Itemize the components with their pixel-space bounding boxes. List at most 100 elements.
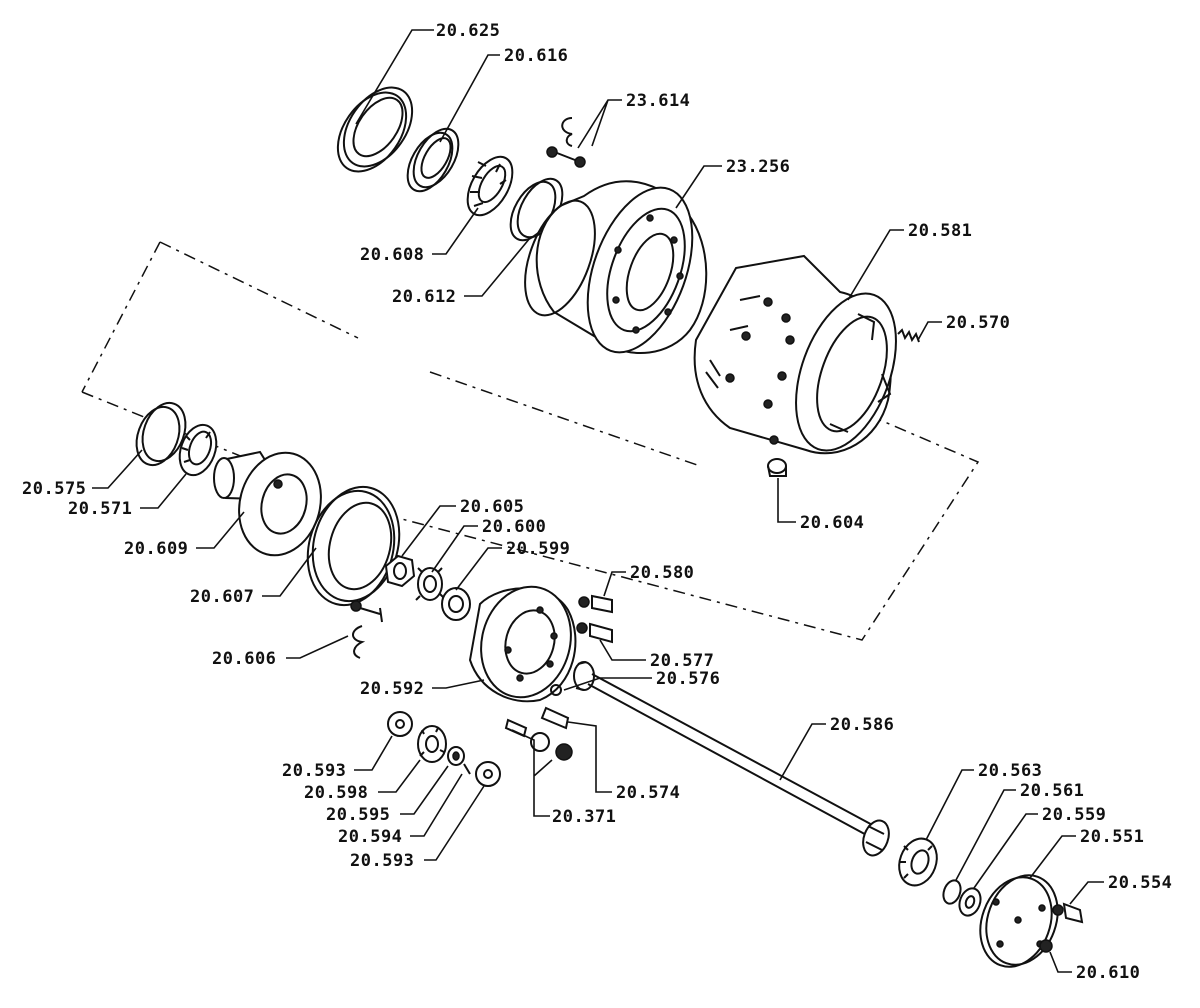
- callout-20574: 20.574: [616, 783, 680, 803]
- leader-20551: [1029, 835, 1076, 879]
- callout-20593a: 20.593: [282, 761, 346, 781]
- part-20600-lock-washer: [415, 567, 445, 601]
- part-20593-washer-a: [387, 711, 413, 737]
- callout-23256: 23.256: [726, 157, 790, 177]
- leader-20574: [567, 721, 612, 793]
- leader-20581: [847, 229, 904, 301]
- callout-20593b: 20.593: [350, 851, 414, 871]
- callout-20575: 20.575: [22, 479, 86, 499]
- callout-20592: 20.592: [360, 679, 424, 699]
- callout-20599: 20.599: [506, 539, 570, 559]
- part-20571-bearing: [178, 423, 218, 477]
- part-20607-ring-gear: [306, 485, 401, 607]
- part-20598-planet-gear: [417, 725, 447, 763]
- part-20580-bolt: [578, 594, 613, 614]
- callout-labels: 20.625 20.616 23.614 23.256 20.608 20.61…: [22, 21, 1172, 983]
- part-20561-snap-ring: [942, 879, 962, 905]
- leader-20559: [973, 813, 1038, 889]
- part-20574-pin: [540, 706, 570, 730]
- part-20604-plug: [767, 458, 787, 477]
- leader-20600: [431, 525, 478, 573]
- leader-20607: [262, 547, 317, 597]
- leader-23256: [675, 165, 722, 209]
- leader-20608: [432, 207, 479, 255]
- callout-20595: 20.595: [326, 805, 390, 825]
- callout-20616: 20.616: [504, 46, 568, 66]
- part-20606-screw-and-clip: [350, 600, 383, 659]
- part-20592-planet-carrier: [468, 585, 577, 703]
- callout-23614: 23.614: [626, 91, 690, 111]
- leader-20609: [196, 511, 245, 549]
- callout-20610: 20.610: [1076, 963, 1140, 983]
- part-20581-hub-carrier: [693, 254, 897, 455]
- callout-20580: 20.580: [630, 563, 694, 583]
- part-20599-washer: [441, 587, 471, 621]
- callout-20571: 20.571: [68, 499, 132, 519]
- leader-20595: [400, 765, 449, 815]
- part-20570-spring: [897, 328, 920, 343]
- part-23256-brake-drum: [524, 180, 708, 354]
- leader-20598: [378, 759, 421, 793]
- leader-20575: [92, 449, 143, 489]
- part-20577-bolt: [576, 622, 613, 644]
- part-20605-nut: [384, 554, 416, 588]
- callout-20561: 20.561: [1020, 781, 1084, 801]
- part-20563-gear: [898, 837, 938, 887]
- callout-20581: 20.581: [908, 221, 972, 241]
- leader-20594: [410, 773, 463, 837]
- callout-20563: 20.563: [978, 761, 1042, 781]
- leader-20554: [1069, 881, 1104, 905]
- callout-20594: 20.594: [338, 827, 402, 847]
- assembly-boundary-line: [81, 241, 980, 641]
- callout-20609: 20.609: [124, 539, 188, 559]
- part-20609-flanged-shaft: [213, 450, 322, 557]
- part-20554-bolt: [1052, 902, 1084, 924]
- leader-20599: [455, 547, 502, 591]
- callout-20625: 20.625: [436, 21, 500, 41]
- leader-20571: [140, 473, 187, 509]
- part-20625-seal-ring: [336, 86, 414, 173]
- leader-20576: [563, 677, 652, 691]
- leader-lines: [92, 29, 1104, 973]
- leader-20606: [286, 635, 349, 659]
- leader-20593a: [354, 735, 393, 771]
- leader-20580: [603, 571, 626, 597]
- part-20551-cover-plate: [979, 874, 1059, 968]
- callout-20554: 20.554: [1108, 873, 1172, 893]
- leader-20605: [401, 505, 456, 557]
- leader-20616: [439, 54, 500, 143]
- callout-20559: 20.559: [1042, 805, 1106, 825]
- part-20576-small-ring: [550, 684, 562, 696]
- part-20595-needle-ring: [447, 746, 465, 766]
- part-20608-roller-bearing: [466, 155, 514, 217]
- part-sun-gear: [573, 661, 595, 691]
- leader-23614: [577, 99, 622, 149]
- leader-20586: [779, 723, 826, 781]
- part-20616-bearing-cup: [406, 127, 460, 193]
- leader-20592: [432, 679, 485, 689]
- callout-20608: 20.608: [360, 245, 424, 265]
- leader-20625: [355, 29, 434, 125]
- part-20586-drive-shaft: [587, 673, 890, 857]
- part-20575-ring: [135, 401, 187, 467]
- callout-20600: 20.600: [482, 517, 546, 537]
- callout-20551: 20.551: [1080, 827, 1144, 847]
- part-23614-clip-and-screws: [546, 117, 586, 168]
- callout-20577: 20.577: [650, 651, 714, 671]
- callout-20605: 20.605: [460, 497, 524, 517]
- part-20559-washer: [958, 887, 982, 917]
- callout-20598: 20.598: [304, 783, 368, 803]
- leader-20371: [511, 729, 553, 817]
- leader-20563: [925, 769, 974, 841]
- leader-20570: [917, 321, 942, 341]
- leader-20561: [955, 789, 1016, 881]
- leader-20593b: [424, 785, 485, 861]
- callout-20371: 20.371: [552, 807, 616, 827]
- callout-20607: 20.607: [190, 587, 254, 607]
- callout-20612: 20.612: [392, 287, 456, 307]
- callout-20576: 20.576: [656, 669, 720, 689]
- part-20610-plug: [1039, 939, 1053, 953]
- callout-20586: 20.586: [830, 715, 894, 735]
- callout-20604: 20.604: [800, 513, 864, 533]
